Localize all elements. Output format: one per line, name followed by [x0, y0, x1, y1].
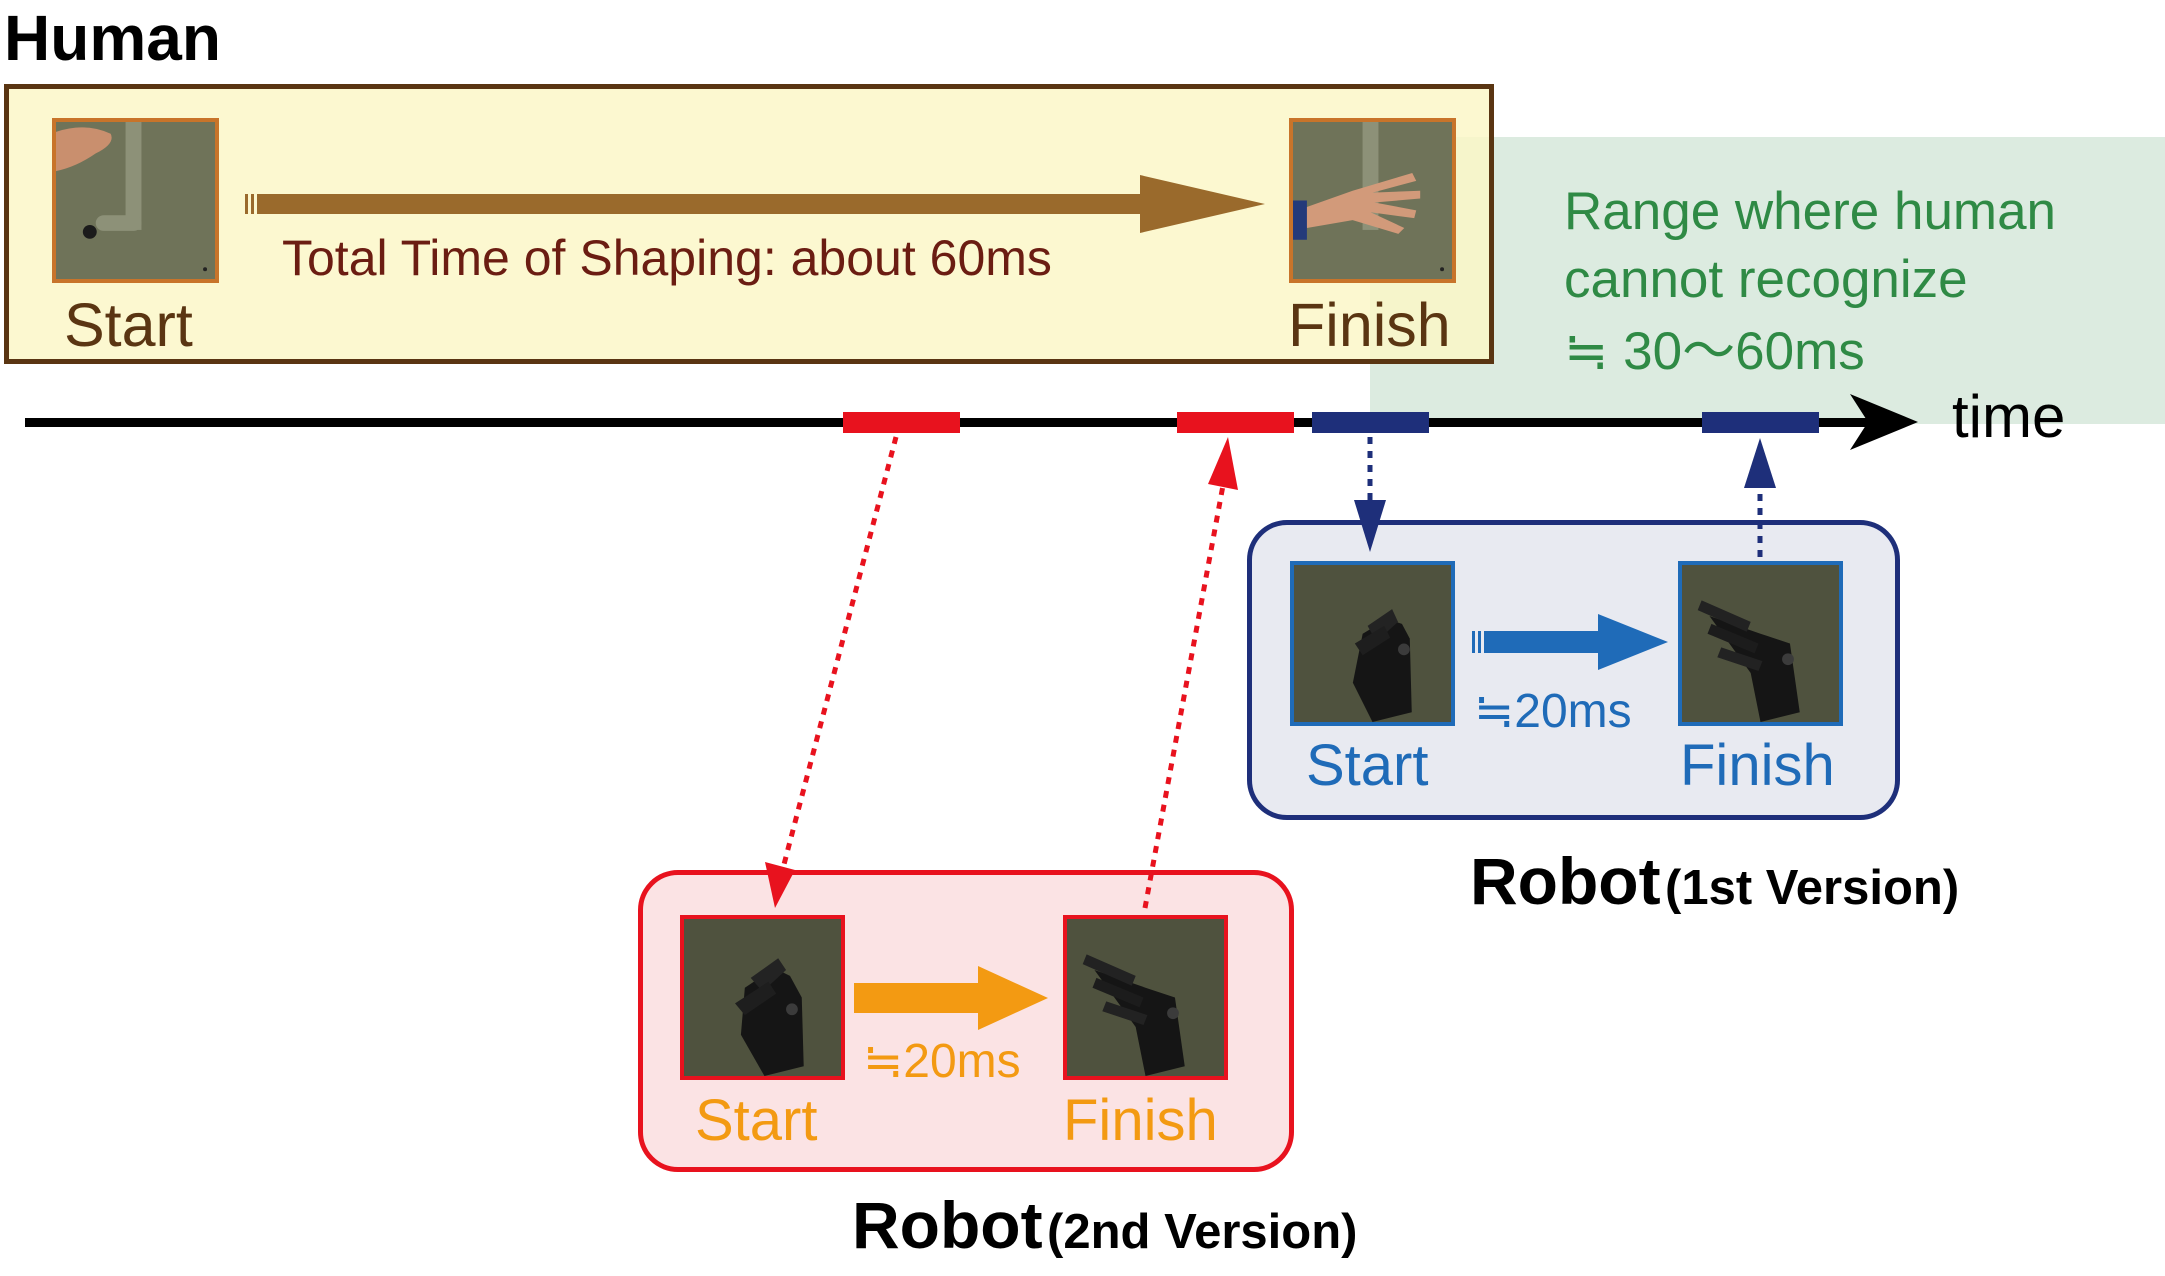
robot-v1-finish-label: Finish: [1680, 733, 1835, 798]
robot-v1-duration-arrow: [1472, 614, 1668, 670]
timeline-axis-label: time: [1952, 383, 2066, 450]
robot-v1-duration-label: ≒20ms: [1474, 685, 1632, 738]
robot-v2-finish-connector: [1142, 437, 1238, 909]
robot-v2-duration-arrow: [854, 966, 1048, 1030]
timeline-marker-v1-start: [1312, 412, 1429, 433]
robot-v2-start-photo: [680, 915, 845, 1080]
robot-v2-duration-label: ≒20ms: [863, 1035, 1021, 1088]
robot-v1-title-main: Robot: [1470, 844, 1661, 918]
robot-v1-finish-photo: [1678, 561, 1843, 726]
robot-v1-start-connector: [1354, 437, 1386, 552]
human-title: Human: [4, 2, 221, 74]
recognition-range-region: [1370, 137, 2165, 424]
human-finish-label: Finish: [1288, 291, 1451, 359]
robot-v1-finish-connector: [1744, 438, 1776, 557]
robot-v2-title-main: Robot: [852, 1188, 1043, 1262]
range-text-line3: ≒ 30〜60ms: [1564, 322, 1865, 381]
human-start-photo: [52, 118, 219, 283]
robot-v2-finish-photo: [1063, 915, 1228, 1080]
range-text-line1: Range where human: [1564, 182, 2057, 241]
timeline-marker-v1-finish: [1702, 412, 1819, 433]
human-panel: [4, 84, 1494, 364]
human-total-time-label: Total Time of Shaping: about 60ms: [282, 230, 1052, 286]
robot-v1-title-sub: (1st Version): [1665, 861, 1960, 915]
robot-v2-finish-label: Finish: [1063, 1088, 1218, 1153]
robot-v2-title: Robot (2nd Version): [852, 1192, 1357, 1258]
robot-v1-start-photo: [1290, 561, 1455, 726]
timeline-axis: [25, 394, 1918, 450]
robot-v1-start-label: Start: [1306, 733, 1429, 798]
human-finish-photo: [1289, 118, 1456, 283]
robot-v1-title: Robot (1st Version): [1470, 848, 1959, 914]
range-text-line2: cannot recognize: [1564, 250, 1968, 309]
human-start-label: Start: [64, 291, 193, 359]
timeline-marker-v2-start: [843, 412, 960, 433]
robot-v2-start-label: Start: [695, 1088, 818, 1153]
human-shaping-arrow: [245, 175, 1265, 233]
robot-v2-start-connector: [765, 436, 899, 908]
robot-v2-title-sub: (2nd Version): [1047, 1205, 1358, 1259]
timeline-marker-v2-finish: [1177, 412, 1294, 433]
